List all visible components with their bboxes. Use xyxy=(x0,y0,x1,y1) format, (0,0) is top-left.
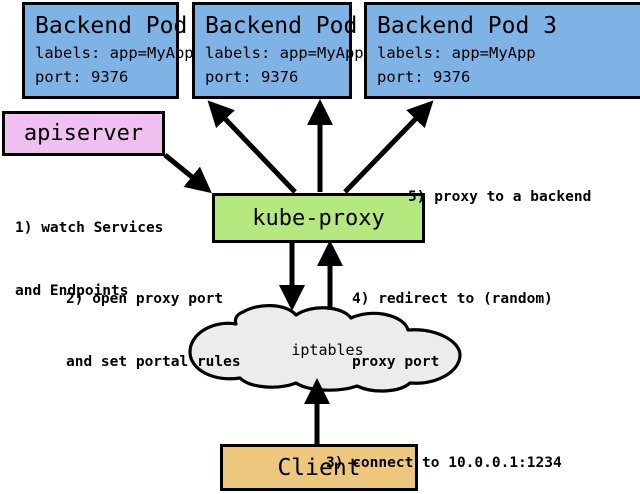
pod-1-port: port: 9376 xyxy=(35,67,129,86)
pod-1-title: Backend Pod 1 xyxy=(35,12,216,39)
pod-3-labels: labels: app=MyApp xyxy=(377,43,536,62)
annotation-step-4: 4) redirect to (random) proxy port xyxy=(352,247,553,415)
pod-2-title: Backend Pod 2 xyxy=(205,12,386,39)
pod-1-labels: labels: app=MyApp xyxy=(35,43,194,62)
node-backend-pod-3[interactable]: Backend Pod 3 labels: app=MyApp port: 93… xyxy=(364,2,640,99)
iptables-label: iptables xyxy=(291,341,364,359)
annotation-step-3: 3) connect to 10.0.0.1:1234 xyxy=(326,411,562,494)
node-client[interactable]: Client xyxy=(220,444,418,491)
edge-apiserver-to-kubeproxy xyxy=(163,153,212,194)
annotation-step-2-line-2: and set portal rules xyxy=(66,354,241,370)
annotation-step-1-line-1: 1) watch Services xyxy=(15,220,164,236)
annotation-step-5-line-1: 5) proxy to a backend xyxy=(408,189,592,205)
annotation-step-1-line-2: and Endpoints xyxy=(15,283,129,299)
pod-2-port: port: 9376 xyxy=(205,67,299,86)
annotation-step-4-line-1: 4) redirect to (random) xyxy=(352,291,553,307)
pod-3-title: Backend Pod 3 xyxy=(377,12,558,39)
annotation-step-3-line-1: 3) connect to 10.0.0.1:1234 xyxy=(326,455,562,471)
client-label: Client xyxy=(277,454,361,481)
kube-proxy-label: kube-proxy xyxy=(252,205,385,231)
node-backend-pod-1[interactable]: Backend Pod 1 labels: app=MyApp port: 93… xyxy=(22,2,216,99)
edge-kubeproxy-to-pod1 xyxy=(207,100,297,194)
node-backend-pod-2[interactable]: Backend Pod 2 labels: app=MyApp port: 93… xyxy=(192,2,386,99)
node-kube-proxy[interactable]: kube-proxy xyxy=(212,193,425,243)
pod-2-labels: labels: app=MyApp xyxy=(205,43,364,62)
annotation-step-4-line-2: proxy port xyxy=(352,354,440,370)
node-iptables[interactable]: iptables xyxy=(185,305,470,390)
annotation-step-1: 1) watch Services and Endpoints xyxy=(15,176,163,344)
node-apiserver[interactable]: apiserver xyxy=(2,111,165,156)
pod-3-port: port: 9376 xyxy=(377,67,471,86)
annotation-step-2: 2) open proxy port and set portal rules xyxy=(66,247,241,415)
apiserver-label: apiserver xyxy=(23,121,144,146)
annotation-step-2-line-1: 2) open proxy port xyxy=(66,291,224,307)
annotation-step-5: 5) proxy to a backend xyxy=(408,145,591,250)
